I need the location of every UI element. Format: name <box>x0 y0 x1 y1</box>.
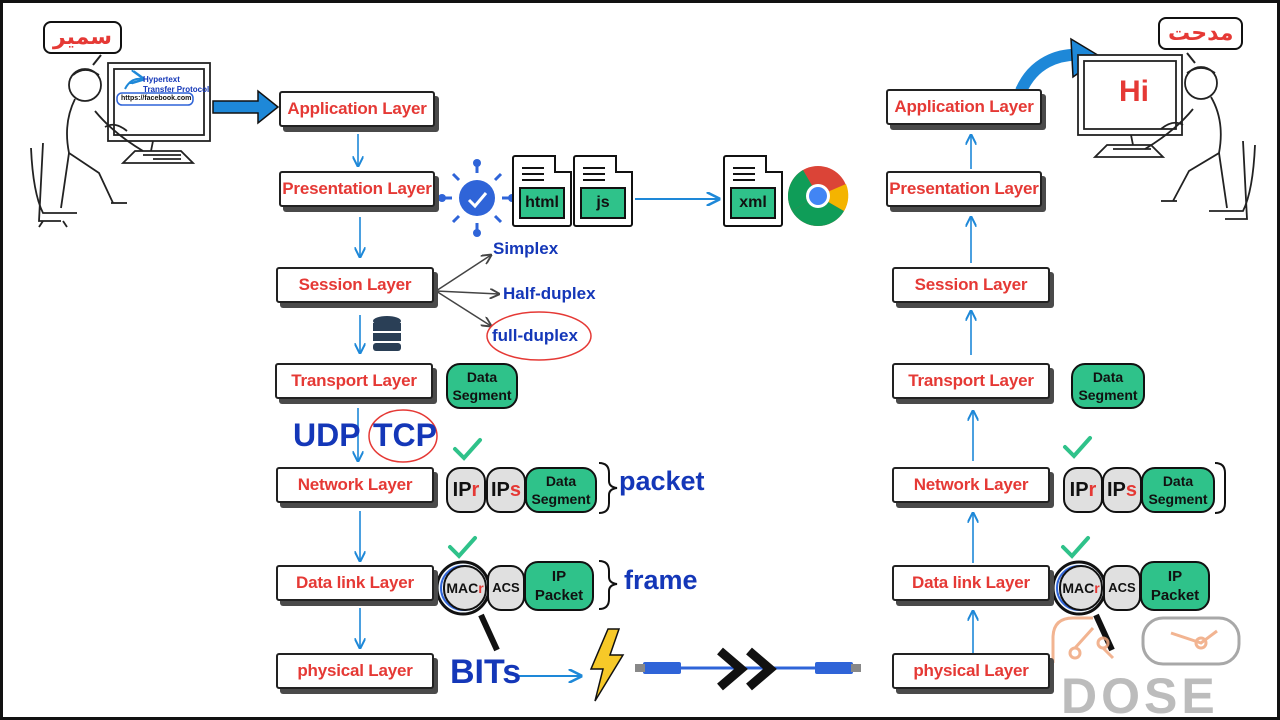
network-data-line2: Segment <box>531 491 591 507</box>
sender-screen-line2: Transfer Protocol <box>143 85 210 94</box>
ip-packet-line2: Packet <box>1150 587 1200 604</box>
right-session-layer[interactable]: Session Layer <box>892 267 1050 303</box>
js-file-label: js <box>580 187 626 219</box>
right-physical-layer[interactable]: physical Layer <box>892 653 1050 689</box>
xml-file-label: xml <box>730 187 776 219</box>
double-chevron-icon <box>717 647 777 691</box>
ip-packet-line2: Packet <box>534 587 584 604</box>
ip-packet-line1: IP <box>1167 567 1183 585</box>
left-application-layer[interactable]: Application Layer <box>279 91 435 127</box>
network-data-line1: Data <box>1162 472 1194 489</box>
lightning-icon <box>589 628 625 702</box>
left-ip-packet: IP Packet <box>524 561 594 611</box>
left-physical-layer[interactable]: physical Layer <box>276 653 434 689</box>
right-datalink-layer[interactable]: Data link Layer <box>892 565 1050 601</box>
segment-line2: Segment <box>1078 387 1138 403</box>
segment-line1: Data <box>1092 368 1124 385</box>
packet-label: packet <box>619 466 705 496</box>
segment-line2: Segment <box>452 387 512 403</box>
right-application-layer[interactable]: Application Layer <box>886 89 1042 125</box>
packet-bracket-right <box>1214 462 1226 514</box>
receiver-name-badge: مدحت <box>1158 17 1244 50</box>
right-presentation-layer[interactable]: Presentation Layer <box>886 171 1042 207</box>
chrome-icon <box>787 166 849 227</box>
full-duplex-label: full-duplex <box>492 326 578 345</box>
html-file-label: html <box>519 187 565 219</box>
receiver-screen-text: Hi <box>1119 75 1149 108</box>
dose-logo-icon <box>1051 616 1241 666</box>
network-data-line2: Segment <box>1148 491 1208 507</box>
sender-url-bar: https://facebook.com <box>121 95 192 102</box>
html-file-icon: html <box>512 155 572 227</box>
left-network-layer[interactable]: Network Layer <box>276 467 434 503</box>
right-transport-layer[interactable]: Transport Layer <box>892 363 1050 399</box>
xml-file-icon: xml <box>723 155 783 227</box>
frame-bracket-left <box>598 560 618 610</box>
left-transport-layer[interactable]: Transport Layer <box>275 363 433 399</box>
left-session-layer[interactable]: Session Layer <box>276 267 434 303</box>
connector-layer <box>30 37 1256 702</box>
sender-name-badge: سمير <box>43 21 123 54</box>
tcp-label: TCP <box>373 417 437 453</box>
udp-label: UDP <box>293 417 361 453</box>
database-icon <box>373 316 401 351</box>
ip-packet-line1: IP <box>551 567 567 585</box>
bits-label: BITs <box>450 653 522 691</box>
right-mac-sender: ACS <box>1103 565 1141 611</box>
left-presentation-layer[interactable]: Presentation Layer <box>279 171 435 207</box>
security-lock-icon <box>438 159 516 237</box>
session-fan <box>435 255 499 326</box>
packet-bracket-left <box>598 462 618 514</box>
computer-user-icon-right <box>1077 54 1256 220</box>
left-mac-sender: ACS <box>487 565 525 611</box>
left-datalink-layer[interactable]: Data link Layer <box>276 565 434 601</box>
receiver-curved-arrow <box>1015 48 1084 94</box>
half-duplex-label: Half-duplex <box>503 284 596 303</box>
segment-line1: Data <box>466 368 498 385</box>
sender-arrow <box>212 89 280 125</box>
frame-label: frame <box>624 565 698 595</box>
ethernet-cable-icon <box>635 662 861 674</box>
network-data-line1: Data <box>545 472 577 489</box>
right-network-layer[interactable]: Network Layer <box>892 467 1050 503</box>
sender-screen-line1: Hypertext <box>143 75 180 84</box>
dose-watermark: DOSE <box>1061 668 1219 720</box>
right-ip-packet: IP Packet <box>1140 561 1210 611</box>
js-file-icon: js <box>573 155 633 227</box>
simplex-label: Simplex <box>493 239 559 258</box>
